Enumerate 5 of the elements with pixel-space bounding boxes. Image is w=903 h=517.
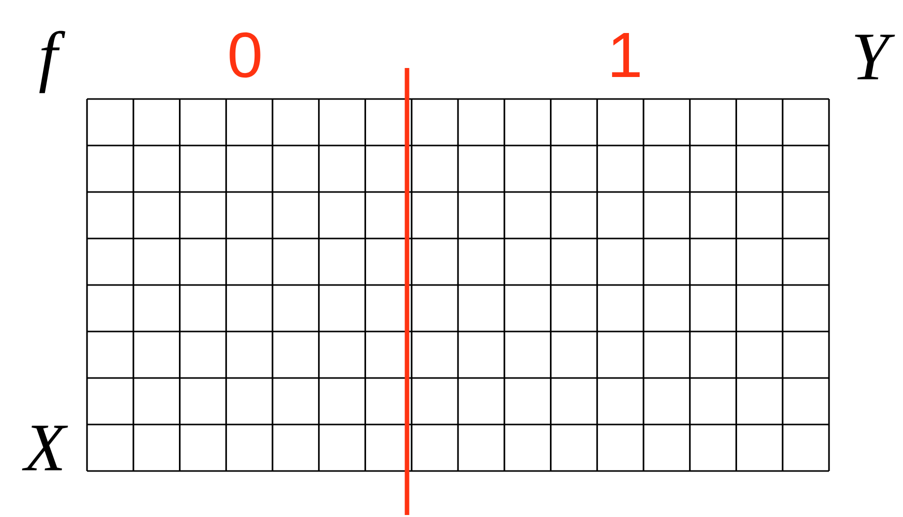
axis-label: X: [22, 426, 68, 470]
axis-label: f: [39, 30, 66, 94]
axis-label: Y: [854, 34, 895, 80]
axis-label: 1: [612, 32, 640, 78]
axis-label: 0: [230, 32, 260, 78]
